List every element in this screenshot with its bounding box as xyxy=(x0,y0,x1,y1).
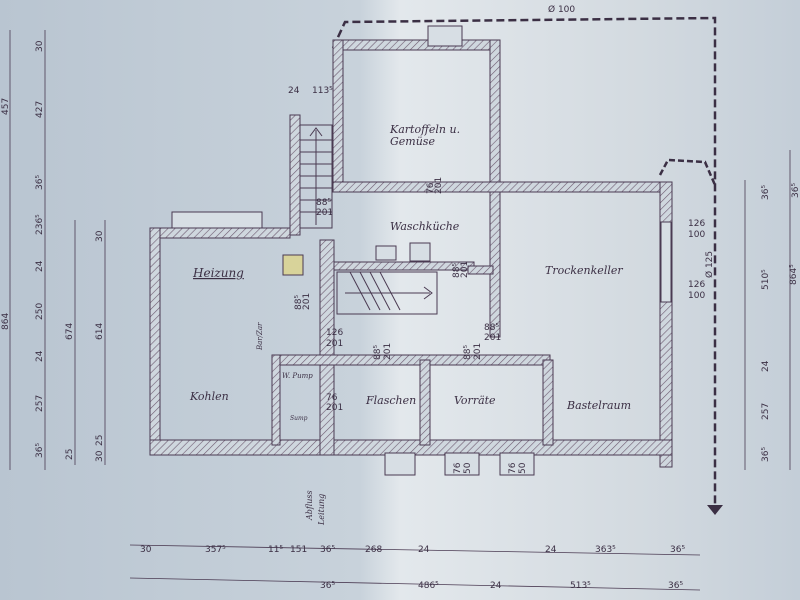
staircase xyxy=(299,124,438,315)
dim-left: 36⁵ xyxy=(35,175,45,190)
window-dim: 76 xyxy=(508,462,518,474)
door-dim: 201 xyxy=(326,403,343,413)
dim-right: 36⁵ xyxy=(761,447,771,462)
dim-right: 24 xyxy=(761,360,771,372)
label-drain-1: Abfluss xyxy=(305,490,314,521)
door-dim: 88⁵ xyxy=(484,323,499,333)
window-dim: 126 xyxy=(688,219,705,229)
window-dim: 50 xyxy=(518,462,528,474)
dim-left: 864 xyxy=(1,313,11,330)
door-dim: 88⁵ xyxy=(316,198,331,208)
door-dim: 201 xyxy=(302,293,312,310)
room-label-kohlen: Kohlen xyxy=(189,390,229,403)
dim-left: 674 xyxy=(65,323,75,340)
dim-top: 113⁵ xyxy=(312,86,333,96)
dim-right: 510⁵ xyxy=(761,269,771,290)
pipe-label-right: Ø 125 xyxy=(704,251,715,278)
window-dim: 50 xyxy=(463,462,473,474)
door-dim: 201 xyxy=(383,343,393,360)
dimension-labels: 30 357⁵ 11⁵ 151 36⁵ 268 24 24 363⁵ 36⁵ 36⁵ 486⁵ 24 51… xyxy=(1,40,800,591)
label-sump: Sump xyxy=(290,415,308,422)
dim-left: 30 xyxy=(95,450,105,462)
door-dim: 88⁵ xyxy=(452,263,462,278)
label-drain-2: Leitung xyxy=(317,494,326,526)
boiler-icon xyxy=(282,254,304,276)
dim-left: 30 xyxy=(35,40,45,52)
dim-left: 24 xyxy=(35,260,45,272)
dim-left: 250 xyxy=(35,303,45,320)
dim-right: 36⁵ xyxy=(761,185,771,200)
door-dim: 76 xyxy=(326,393,338,403)
room-label-gemuese: Gemüse xyxy=(390,135,435,148)
dim-left: 25 xyxy=(95,435,105,446)
walls xyxy=(149,39,673,468)
door-dim: 88⁵ xyxy=(373,345,383,360)
dim-bottom: 486⁵ xyxy=(418,581,439,591)
dimension-lines xyxy=(9,30,791,591)
dim-bottom: 36⁵ xyxy=(670,545,685,555)
window-dim: 100 xyxy=(688,230,705,240)
dim-bottom: 36⁵ xyxy=(668,581,683,591)
room-label-waschkueche: Waschküche xyxy=(390,220,460,233)
dim-left: 25 xyxy=(65,449,75,460)
door-dim: 201 xyxy=(473,343,483,360)
room-label-flaschen: Flaschen xyxy=(365,394,416,407)
room-label-bastelraum: Bastelraum xyxy=(566,399,631,412)
drain-dashed-line xyxy=(331,16,717,510)
dim-left: 36⁵ xyxy=(35,443,45,458)
dim-left: 614 xyxy=(95,323,105,340)
door-dim: 201 xyxy=(434,177,444,194)
dim-left: 24 xyxy=(35,350,45,362)
dim-bottom: 24 xyxy=(418,545,430,555)
dim-bottom: 363⁵ xyxy=(595,545,616,555)
dim-bottom: 36⁵ xyxy=(320,581,335,591)
dim-bottom: 11⁵ xyxy=(268,545,283,555)
dim-bottom: 30 xyxy=(140,545,152,555)
dim-left: 457 xyxy=(1,98,11,115)
drain-dashed-branch xyxy=(658,158,717,186)
dim-right: 864⁵ xyxy=(789,264,799,285)
dim-left: 30 xyxy=(95,230,105,242)
windows xyxy=(171,25,672,476)
dim-bottom: 268 xyxy=(365,545,382,555)
door-dim: 88⁵ xyxy=(463,345,473,360)
dim-left: 236⁵ xyxy=(35,214,45,235)
dim-bottom: 36⁵ xyxy=(320,545,335,555)
dim-bottom: 151 xyxy=(290,545,307,555)
window-dim: 126 xyxy=(688,280,705,290)
door-dim: 201 xyxy=(460,261,470,278)
window-dim: 100 xyxy=(688,291,705,301)
dim-left: 427 xyxy=(35,101,45,118)
room-label-vorraete: Vorräte xyxy=(454,394,496,407)
room-label-kartoffeln: Kartoffeln u. xyxy=(389,123,460,136)
pipe-label-top: Ø 100 xyxy=(548,4,575,15)
door-dim: 76 xyxy=(426,182,436,194)
door-dim: 201 xyxy=(316,208,333,218)
dim-bottom: 357⁵ xyxy=(205,545,226,555)
dim-bottom: 24 xyxy=(545,545,557,555)
door-dim: 126 xyxy=(326,328,343,338)
room-label-heizung: Heizung xyxy=(192,266,244,280)
dim-bottom: 513⁵ xyxy=(570,581,591,591)
dim-right: 36⁵ xyxy=(791,183,800,198)
dim-right: 257 xyxy=(761,403,771,420)
dim-left: 257 xyxy=(35,395,45,412)
window-dim: 76 xyxy=(453,462,463,474)
door-dim: 201 xyxy=(326,339,343,349)
dim-bottom: 24 xyxy=(490,581,502,591)
label-bar: Bar/Zar xyxy=(256,322,264,351)
label-pump: W. Pump xyxy=(282,372,313,380)
door-dim: 201 xyxy=(484,333,501,343)
door-dim: 88⁵ xyxy=(294,295,304,310)
arrow-down-icon xyxy=(707,505,723,515)
dim-top: 24 xyxy=(288,86,300,96)
room-label-trockenkeller: Trockenkeller xyxy=(545,264,623,277)
